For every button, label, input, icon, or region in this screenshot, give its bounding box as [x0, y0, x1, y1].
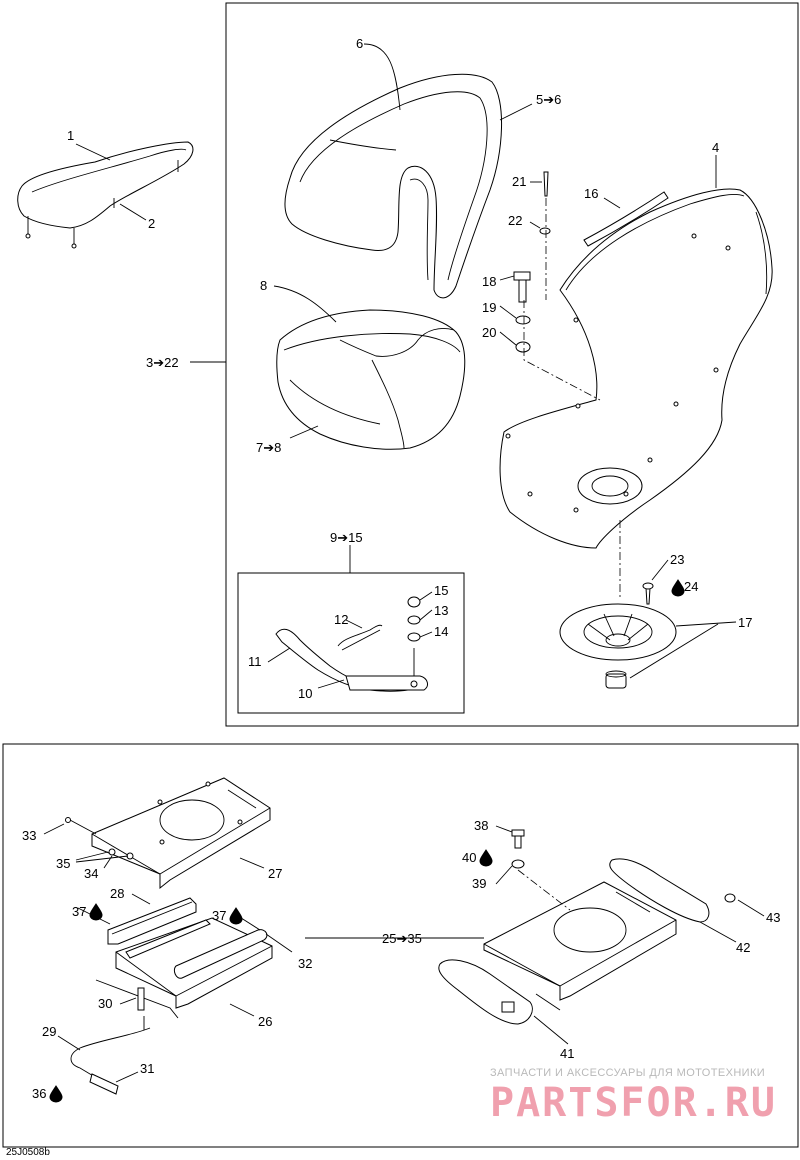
callout-12: 12 [334, 612, 348, 627]
liquid-drop-icon [49, 1085, 63, 1103]
callout-6: 6 [356, 36, 363, 51]
seat-base-frame [2, 743, 799, 1148]
callout-37-right: 37 [212, 908, 226, 923]
callout-34: 34 [84, 866, 98, 881]
callout-41: 41 [560, 1046, 574, 1061]
callout-30: 30 [98, 996, 112, 1011]
callout-36: 36 [32, 1086, 46, 1101]
liquid-drop-icon [671, 579, 685, 597]
callout-18: 18 [482, 274, 496, 289]
watermark-tagline: ЗАПЧАСТИ И АКСЕССУАРЫ ДЛЯ МОТОТЕХНИКИ [490, 1067, 765, 1079]
callout-13: 13 [434, 603, 448, 618]
leader-lines [43, 43, 765, 1083]
drop-icons [49, 579, 685, 1103]
callout-11: 11 [248, 654, 262, 669]
callout-21: 21 [512, 174, 526, 189]
slide-base-assembly-left [65, 777, 273, 1095]
callout-14: 14 [434, 624, 448, 639]
callout-5-6: 5➔6 [536, 92, 561, 107]
liquid-drop-icon [229, 907, 243, 925]
callout-29: 29 [42, 1024, 56, 1039]
callout-35: 35 [56, 856, 70, 871]
callout-43: 43 [766, 910, 780, 925]
callout-17: 17 [738, 615, 752, 630]
seat-shell [499, 188, 773, 549]
callout-7-8: 7➔8 [256, 440, 281, 455]
callout-2: 2 [148, 216, 155, 231]
callout-28: 28 [110, 886, 124, 901]
seat-assembly-frame [225, 2, 799, 727]
callout-4: 4 [712, 140, 719, 155]
callout-3-22: 3➔22 [146, 355, 179, 370]
callout-33: 33 [22, 828, 36, 843]
callout-10: 10 [298, 686, 312, 701]
seat-backrest-cushion [284, 73, 503, 299]
liquid-drop-icon [479, 849, 493, 867]
callout-24: 24 [684, 579, 698, 594]
release-lever-assembly [275, 596, 428, 692]
callout-27: 27 [268, 866, 282, 881]
callout-38: 38 [474, 818, 488, 833]
backrest-pad [17, 141, 194, 249]
callout-20: 20 [482, 325, 496, 340]
callout-25-35: 25➔35 [382, 931, 422, 946]
seat-bottom-cushion [276, 309, 466, 450]
diagram-code: 25J0508b [6, 1147, 50, 1158]
callout-9-15: 9➔15 [330, 530, 363, 545]
callout-37-left: 37 [72, 904, 86, 919]
callout-39: 39 [472, 876, 486, 891]
callout-22: 22 [508, 213, 522, 228]
slide-base-assembly-right [438, 829, 736, 1025]
liquid-drop-icon [89, 903, 103, 921]
callout-15: 15 [434, 583, 448, 598]
watermark-brand: PARTSFOR.RU [490, 1080, 777, 1126]
callout-19: 19 [482, 300, 496, 315]
callout-31: 31 [140, 1061, 154, 1076]
callout-1: 1 [67, 128, 74, 143]
callout-26: 26 [258, 1014, 272, 1029]
lever-subassembly-frame [237, 572, 465, 714]
callout-32: 32 [298, 956, 312, 971]
callout-8: 8 [260, 278, 267, 293]
callout-42: 42 [736, 940, 750, 955]
callout-40: 40 [462, 850, 476, 865]
fasteners-18-22 [513, 171, 621, 600]
callout-16: 16 [584, 186, 598, 201]
callout-labels: 1 2 3➔22 4 5➔6 6 7➔8 8 9➔15 10 11 12 13 … [22, 36, 780, 1101]
swivel-plate [559, 582, 677, 689]
edge-trim-strip [583, 191, 669, 247]
callout-23: 23 [670, 552, 684, 567]
